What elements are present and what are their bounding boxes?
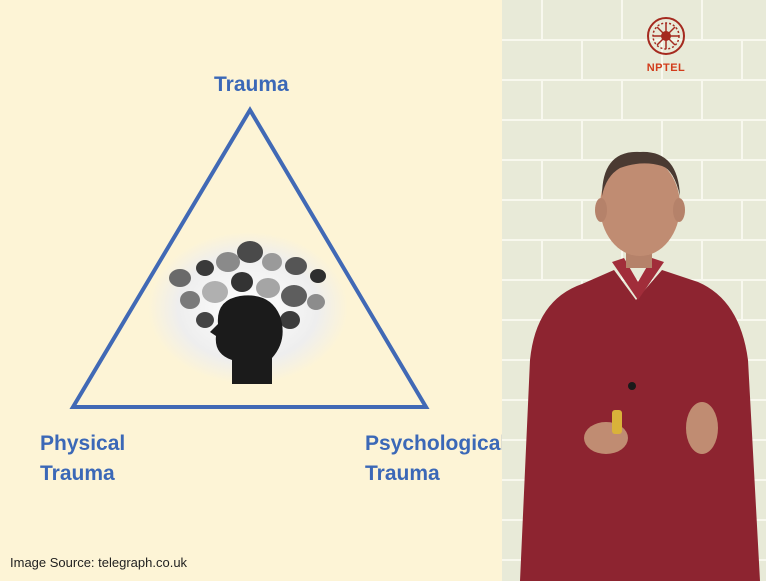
trauma-triangle-diagram xyxy=(69,106,430,409)
presenter-shirt xyxy=(520,270,760,581)
physical-trauma-label: Physical Trauma xyxy=(40,429,180,489)
slide-panel: Trauma Physical Trauma Psychological Tra… xyxy=(10,73,507,570)
head-silhouette xyxy=(210,295,283,384)
psychological-trauma-label: Psychological Trauma xyxy=(365,429,507,489)
right-hand xyxy=(686,402,718,454)
nptel-logo: NPTEL xyxy=(638,16,694,74)
left-ear xyxy=(595,198,607,222)
presenter-head xyxy=(600,156,680,256)
shirt-collar xyxy=(612,258,664,300)
physical-label-line2: Trauma xyxy=(40,462,115,485)
presenter-hair xyxy=(602,151,680,196)
physical-label-line1: Physical xyxy=(40,432,126,455)
presenter-figure xyxy=(520,151,760,581)
psychological-label-line2: Trauma xyxy=(365,462,440,485)
nptel-logo-text: NPTEL xyxy=(646,62,686,74)
right-ear xyxy=(673,198,685,222)
trauma-label: Trauma xyxy=(214,73,289,96)
psychological-label-line1: Psychological xyxy=(365,432,507,455)
nptel-emblem-icon xyxy=(647,17,685,55)
lapel-mic-icon xyxy=(628,382,636,390)
image-source-caption: Image Source: telegraph.co.uk xyxy=(10,555,188,570)
triangle-outline xyxy=(69,106,430,409)
crumpled-paper-image xyxy=(169,241,326,329)
presenter-video: NPTEL xyxy=(502,0,766,581)
presenter-remote-icon xyxy=(612,410,622,434)
